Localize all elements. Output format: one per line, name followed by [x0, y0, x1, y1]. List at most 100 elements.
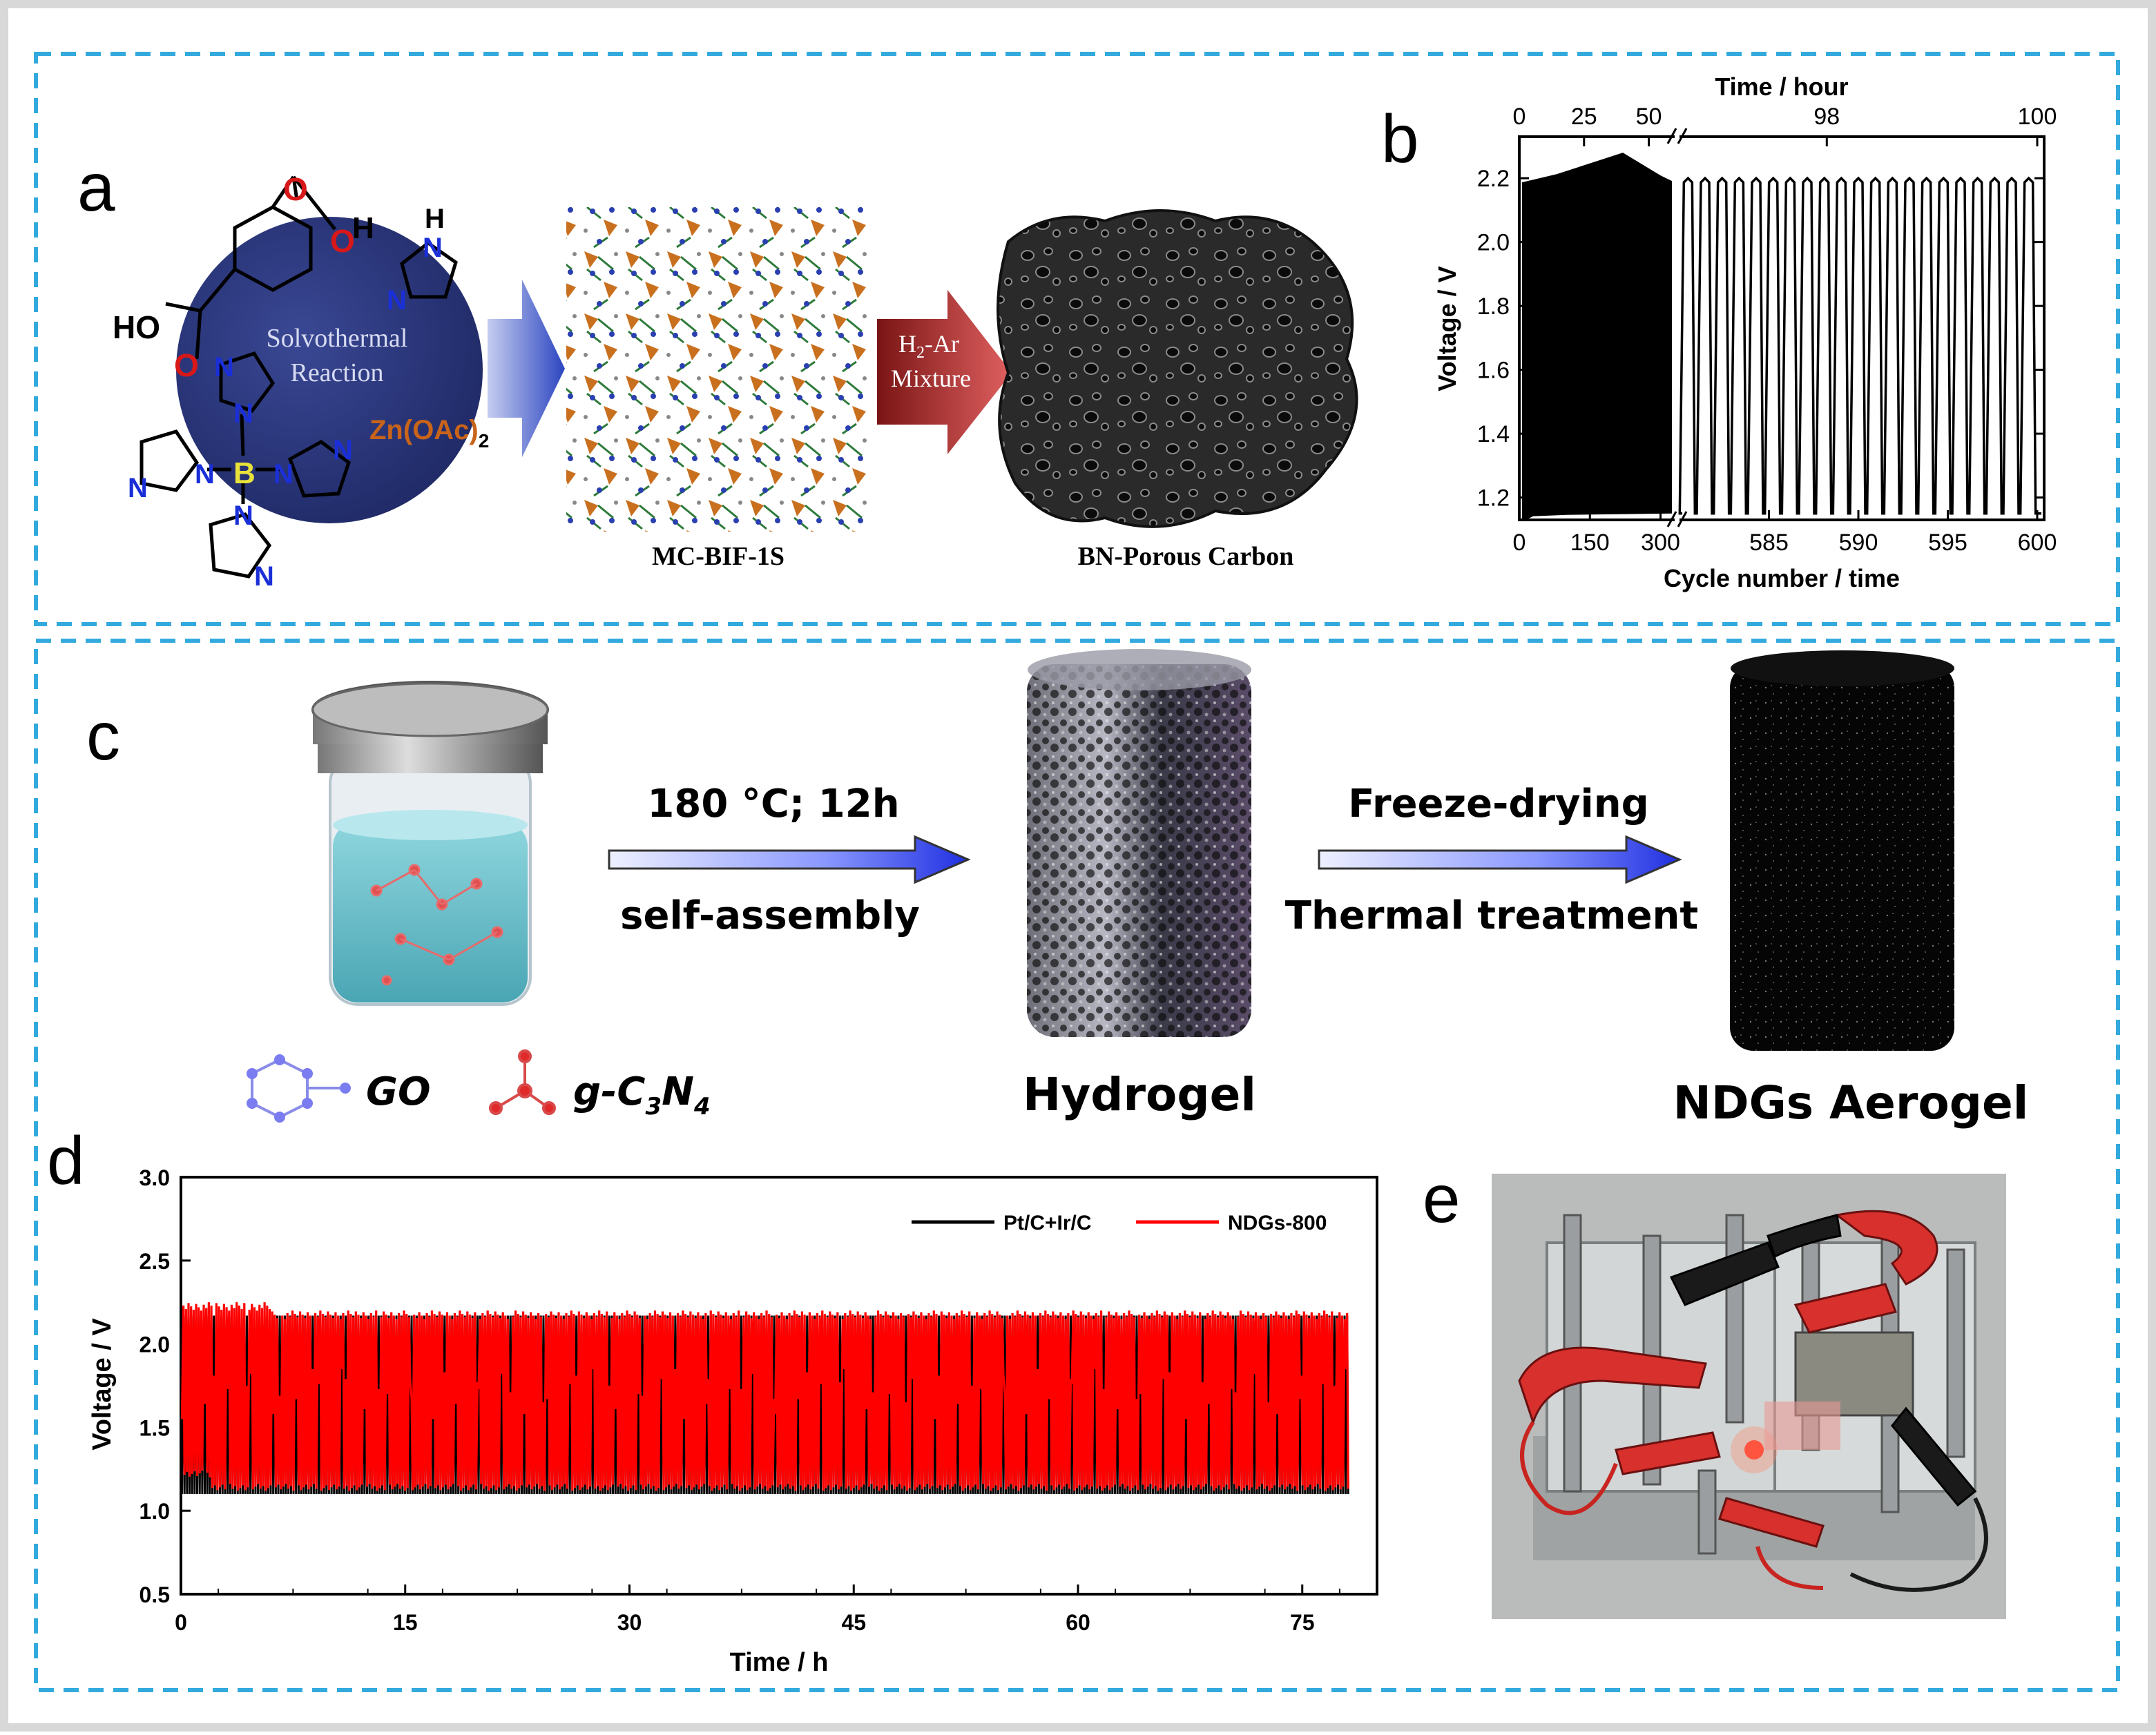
chart-b-y-axis-title: Voltage / V — [1433, 266, 1461, 391]
chart-d-legend-label-0: Pt/C+Ir/C — [1003, 1212, 1092, 1234]
zinc-acetate-label: Zn(OAc)2 — [369, 415, 489, 452]
atom-o-2: O — [330, 223, 355, 259]
chart-d-series-group — [181, 1302, 1349, 1495]
step2-process: Freeze-drying — [1348, 782, 1648, 826]
chart-b-top-tick-label: 0 — [1513, 104, 1526, 130]
chart-b-xtick-label: 585 — [1749, 530, 1789, 556]
go-legend-icon — [247, 1054, 351, 1123]
chart-b-xtick-label: 595 — [1928, 530, 1967, 556]
imidazole-top-right — [400, 240, 458, 299]
jar-molecules — [370, 864, 503, 986]
atom-b: B — [233, 456, 256, 490]
chart-d-x-axis-title: Time / h — [730, 1648, 829, 1677]
red-arrow-label-2: Mixture — [891, 365, 971, 392]
autoclave-jar — [311, 681, 549, 1006]
chart-b-top-tick-label: 100 — [2018, 104, 2057, 130]
chart-d-xtick-label: 75 — [1290, 1610, 1315, 1635]
aerogel-label: NDGs Aerogel — [1673, 1076, 2029, 1130]
atom-n-b3: N — [273, 459, 293, 490]
mof-label: MC-BIF-1S — [652, 542, 785, 571]
chart-b-top-tick-label: 50 — [1636, 104, 1662, 130]
chart-b-ytick-label: 1.4 — [1477, 421, 1510, 447]
liquid-surface — [333, 810, 528, 840]
chart-b-axis-break-gap — [1675, 133, 1679, 524]
panel-e: e — [1423, 1161, 2006, 1619]
step1-process: self-assembly — [620, 893, 920, 938]
chart-d-ytick-label: 1.5 — [139, 1415, 170, 1440]
chart-b-xtick-label: 600 — [2018, 530, 2057, 556]
red-process-arrow — [877, 290, 1012, 454]
hydrogel-label: Hydrogel — [1023, 1068, 1256, 1121]
battery-photo — [1492, 1174, 2006, 1619]
chart-b-top-tick-label: 25 — [1571, 104, 1597, 130]
chart-d-legend-label-1: NDGs-800 — [1228, 1212, 1327, 1234]
aerogel-cylinder — [1730, 650, 1954, 1051]
hydrogel-cylinder — [1027, 649, 1251, 1037]
chart-b-ytick-label: 1.8 — [1477, 293, 1510, 320]
carbon-label: BN-Porous Carbon — [1078, 542, 1294, 571]
alligator-clips-red — [1518, 1210, 1938, 1548]
chart-b-xtick-label: 300 — [1641, 530, 1680, 556]
chart-d-xtick-label: 45 — [841, 1610, 866, 1635]
metal-bolts — [1563, 1214, 1965, 1555]
chart-b-left-cycles-block — [1522, 153, 1672, 520]
chart-b-ytick-label: 2.2 — [1477, 166, 1510, 192]
atom-n-b6: N — [128, 473, 148, 503]
boron-imidazolate — [139, 351, 351, 579]
atom-n-b4: N — [233, 501, 253, 531]
chart-b-xtick-label: 0 — [1513, 530, 1526, 556]
atom-n-b5: N — [214, 352, 234, 382]
wires — [1520, 1421, 1988, 1592]
chart-d-xtick-label: 30 — [617, 1610, 642, 1635]
atom-n-imid-1: N — [423, 233, 443, 263]
chart-d-series-line-1 — [181, 1302, 1349, 1491]
chart-b-top-axis-title: Time / hour — [1715, 72, 1848, 101]
go-legend-label: GO — [366, 1069, 431, 1114]
reaction-sphere — [176, 217, 483, 523]
jar-lid-cap — [311, 682, 549, 737]
red-arrow-label-1: H2-Ar — [898, 330, 959, 362]
panel-label-a: a — [77, 149, 115, 225]
atom-h-imid: H — [425, 204, 445, 234]
chart-d-ytick-label: 0.5 — [139, 1582, 170, 1607]
chart-b-top-break-mark — [1666, 128, 1688, 144]
atom-h-1: H — [352, 211, 374, 245]
chart-b-top-tick-label: 98 — [1813, 104, 1840, 130]
panel-c: c 180 °C; 12h self-assembly — [86, 649, 2028, 1130]
step2-treatment: Thermal treatment — [1285, 893, 1698, 938]
atom-o-1: O — [283, 171, 308, 207]
gcn-legend-icon — [489, 1049, 556, 1115]
terephthalic-acid-molecule — [165, 175, 336, 360]
chart-b-xtick-label: 590 — [1839, 530, 1878, 556]
panel-label-c: c — [86, 698, 120, 774]
led-body — [1764, 1402, 1840, 1450]
chart-b-right-cycles-line — [1678, 176, 2041, 515]
panel-a: a Solvothermal Reaction O O H HO O H N N — [77, 149, 1358, 592]
chart-b-ytick-label: 1.6 — [1477, 358, 1510, 384]
chart-d-xtick-label: 60 — [1066, 1610, 1090, 1635]
atom-n-b1: N — [233, 398, 253, 429]
sphere-text-solvothermal: Solvothermal — [267, 324, 408, 353]
mof-framework-image — [566, 207, 870, 532]
alligator-clips-black — [1669, 1214, 1977, 1507]
chart-d-y-axis-title: Voltage / V — [88, 1318, 117, 1451]
led-light — [1744, 1440, 1764, 1460]
chart-d-ytick-label: 2.0 — [139, 1332, 170, 1357]
blue-process-arrow — [488, 280, 565, 457]
chart-b-bottom-break-mark — [1666, 511, 1688, 527]
atom-n-b7: N — [333, 435, 353, 465]
chart-b-x-axis-title: Cycle number / time — [1664, 564, 1900, 592]
atom-n-b8: N — [254, 561, 274, 592]
chart-b-xtick-label: 150 — [1570, 530, 1610, 556]
panel-label-b: b — [1381, 101, 1419, 177]
chart-d-ytick-label: 1.0 — [139, 1499, 170, 1524]
chart-b-ytick-label: 2.0 — [1477, 230, 1510, 256]
jar-liquid — [333, 822, 528, 1002]
sphere-text-reaction: Reaction — [290, 358, 383, 387]
atom-n-imid-2: N — [387, 285, 407, 316]
chart-b-ytick-label: 1.2 — [1477, 485, 1510, 512]
porous-carbon-image — [997, 209, 1358, 528]
